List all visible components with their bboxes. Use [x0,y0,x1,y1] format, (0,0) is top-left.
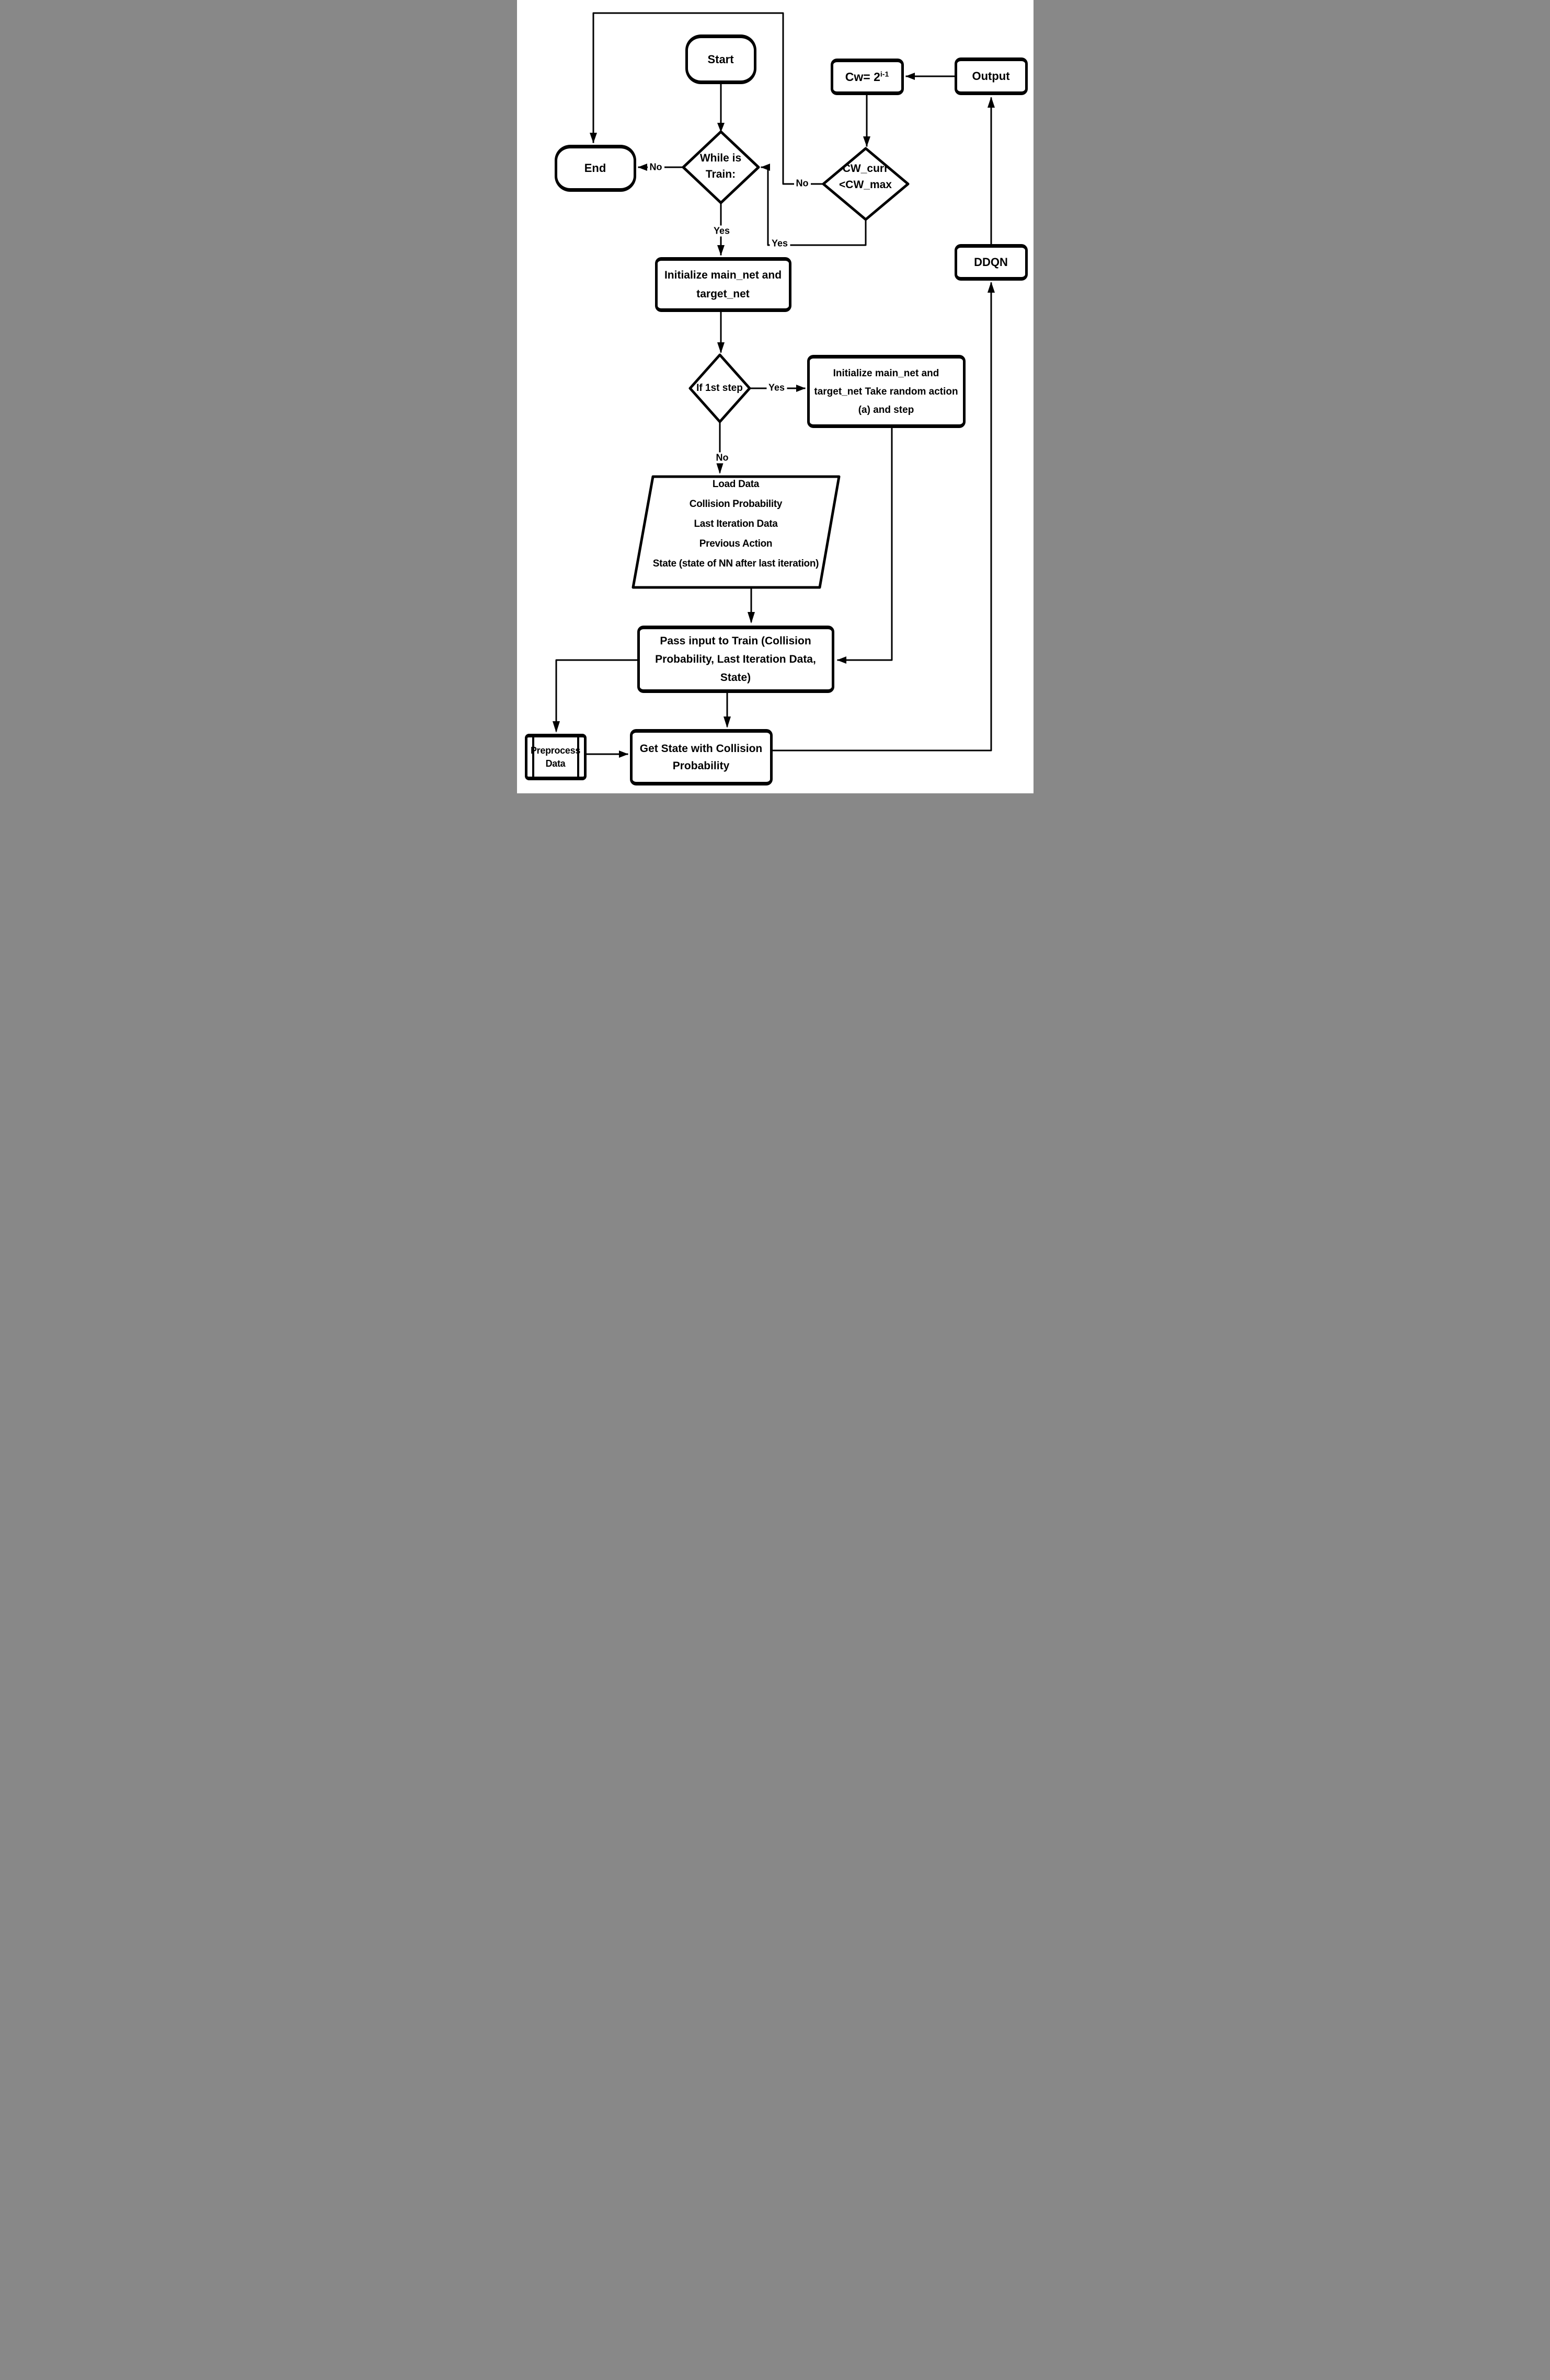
arrowhead-into-if-top [717,342,725,353]
pass-input-line-1: Pass input to Train (Collision [660,635,811,647]
get-state-line-2: Probability [672,760,730,772]
get-state-line-1: Get State with Collision [639,743,763,755]
preprocess-inner-line-right [577,737,579,777]
cw-check-diamond-shape [822,147,909,221]
load-data-line-2: Collision Probability [689,499,783,510]
node-random-action: Initialize main_net and target_net Take … [807,355,966,428]
node-output-label: Output [972,70,1010,83]
node-end: End [554,145,636,192]
load-data-parallelogram-shape [632,475,840,589]
while-diamond-shape [682,130,760,204]
preprocess-inner-line-left [532,737,534,777]
edge-random-to-pass [837,427,892,661]
init-nets-line-1: Initialize main_net and [664,269,782,281]
node-start: Start [685,34,756,84]
node-preprocess: Preprocess Data [524,734,587,780]
arrowhead-into-ddqn-bottom [987,282,995,293]
node-output: Output [954,57,1028,95]
pass-input-line-2: Probability, Last Iteration Data, [655,653,816,665]
edge-label-cw-no: No [794,178,811,189]
arrowhead-into-end-top [589,133,597,143]
node-get-state: Get State with Collision Probability [629,729,773,785]
node-start-label: Start [707,52,734,66]
arrowhead-into-while-top [717,123,725,132]
node-ddqn: DDQN [954,244,1028,281]
connector-layer [552,12,995,758]
node-cw-update: Cw= 2i-1 [830,59,904,95]
random-action-line-2: target_net Take random action [814,386,958,397]
cw-check-diamond-label: CW_curr <CW_max [839,160,892,193]
load-data-line-1: Load Data [712,479,760,490]
arrowhead-into-while-right [760,164,770,171]
arrowhead-into-pass-top [747,612,755,623]
load-data-label: Load Data Collision Probability Last Ite… [632,475,841,574]
arrowhead-into-load-top [716,463,724,474]
cw-check-line-1: CW_curr [842,163,889,175]
preprocess-line-1: Preprocess [530,745,581,756]
load-data-line-5: State (state of NN after last iteration) [652,558,819,569]
edge-label-while-yes: Yes [711,225,732,237]
random-action-line-3: (a) and step [858,404,914,415]
cw-update-base: Cw= 2 [845,70,880,84]
arrowhead-into-pass-right [836,656,846,664]
preprocess-line-2: Data [545,758,566,769]
while-line-2: Train: [705,168,736,180]
while-diamond-label: While is Train: [700,150,741,182]
while-line-1: While is [699,152,742,164]
arrowhead-into-init-top [717,245,725,256]
node-end-label: End [584,161,606,175]
node-pass-input: Pass input to Train (Collision Probabili… [637,626,834,693]
edge-label-while-no: No [647,161,664,173]
node-init-nets: Initialize main_net and target_net [655,257,791,312]
arrowhead-into-getstate-left [618,750,628,758]
node-ddqn-label: DDQN [974,256,1008,269]
arrowhead-into-end-right [637,164,647,171]
flowchart-canvas: Start End Cw= 2i-1 Output DDQN Initializ… [516,0,1034,793]
arrowhead-into-random-left [796,385,806,392]
init-nets-line-2: target_net [696,287,750,300]
arrowhead-into-output-bottom [987,97,995,108]
node-cw-update-label: Cw= 2i-1 [845,70,889,85]
arrowhead-into-getstate-top [723,717,731,728]
arrowhead-into-preprocess-top [552,721,560,733]
cw-check-line-2: <CW_max [839,179,892,191]
edge-pass-to-preprocess [555,659,638,732]
edge-label-if-yes: Yes [766,382,787,394]
edge-label-cw-yes: Yes [769,238,790,249]
edge-getstate-to-ddqn [772,282,992,752]
load-data-line-3: Last Iteration Data [694,518,778,529]
pass-input-line-3: State) [720,672,751,684]
if-first-step-label: If 1st step [696,383,743,394]
edge-label-if-no: No [714,452,731,464]
random-action-line-1: Initialize main_net and [833,367,939,379]
if-first-step-diamond-shape [688,353,751,423]
load-data-line-4: Previous Action [699,538,773,549]
arrowhead-into-cwbox-right [905,73,915,80]
cw-update-superscript: i-1 [880,69,889,78]
arrowhead-into-cwdiamond-top [863,136,870,147]
